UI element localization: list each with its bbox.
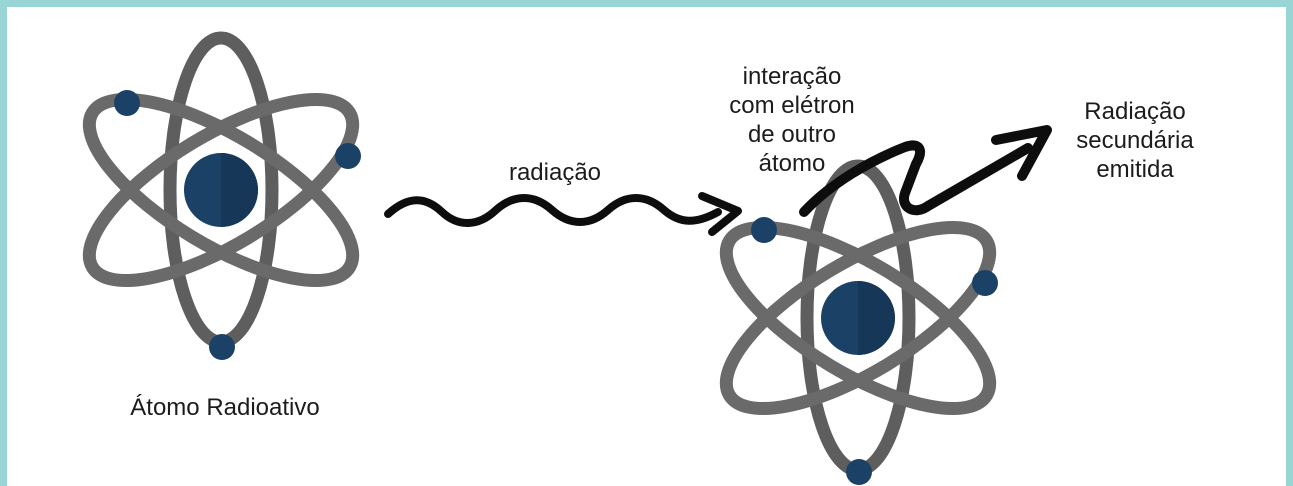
interaction-label-line: com elétron	[729, 92, 855, 119]
electron	[209, 334, 235, 360]
orbit-tilted-left	[82, 92, 360, 288]
interaction-label: interação com elétron de outro átomo	[697, 62, 887, 178]
electron	[114, 90, 140, 116]
interaction-label-line: de outro	[747, 121, 837, 148]
secondary-radiation-label: Radiação secundária emitida	[1045, 97, 1225, 184]
radiation-wave-arrow	[384, 192, 742, 236]
nucleus-shade	[221, 153, 258, 227]
electron	[335, 143, 361, 169]
zigzag-arrowhead	[991, 125, 1052, 181]
secondary-label-line: emitida	[1096, 156, 1174, 183]
zigzag-line	[799, 140, 1033, 217]
secondary-label-line: secundária	[1076, 127, 1194, 154]
interaction-label-line: átomo	[758, 150, 826, 177]
electron	[751, 217, 777, 243]
orbit-tilted-right	[82, 92, 360, 288]
target-atom	[719, 159, 998, 485]
orbit-tilted-right	[719, 220, 997, 416]
radiation-arrowhead	[698, 192, 742, 236]
nucleus-shade	[858, 281, 895, 355]
radioactive-atom-label: Átomo Radioativo	[130, 394, 320, 421]
secondary-radiation-arrow	[799, 125, 1052, 217]
radiation-label: radiação	[508, 159, 602, 186]
interaction-label-line: interação	[742, 63, 842, 90]
electron	[846, 459, 872, 485]
electron	[972, 270, 998, 296]
radioactive-atom	[82, 31, 361, 360]
radiation-wave	[384, 194, 722, 227]
secondary-label-line: Radiação	[1084, 98, 1186, 125]
orbit-tilted-left	[719, 220, 997, 416]
